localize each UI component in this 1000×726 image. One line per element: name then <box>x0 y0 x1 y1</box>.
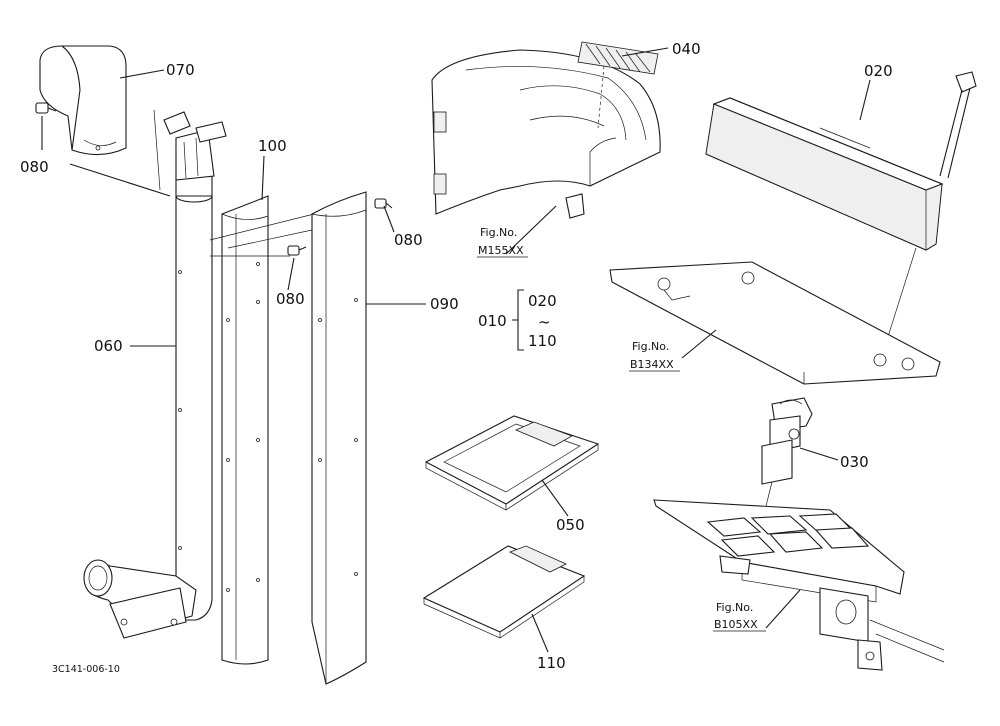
fig-ref-prefix-plate: Fig.No. <box>632 340 669 353</box>
relay-030 <box>761 397 813 485</box>
hood-panel <box>431 49 661 219</box>
range-bracket <box>512 289 524 351</box>
leader-080-to-cap <box>69 163 171 197</box>
bolt-080-a <box>35 102 57 114</box>
label-080-a: 080 <box>20 158 49 176</box>
shield-100 <box>221 195 269 665</box>
decal-040 <box>577 41 659 75</box>
fig-ref-hood: M155XX <box>478 244 524 257</box>
bolt-080-c <box>374 198 393 209</box>
label-030: 030 <box>840 453 869 471</box>
exhaust-cap-070 <box>39 45 127 156</box>
label-110: 110 <box>537 654 566 672</box>
bolt-080-b <box>287 245 307 256</box>
fig-ref-bracket: B105XX <box>714 618 758 631</box>
bolt-long <box>939 71 977 179</box>
label-080-c: 080 <box>394 231 423 249</box>
label-090: 090 <box>430 295 459 313</box>
label-020: 020 <box>864 62 893 80</box>
manual-050 <box>424 415 600 511</box>
manual-110 <box>422 545 586 639</box>
label-080-b: 080 <box>276 290 305 308</box>
range-label-010: 010 <box>478 312 507 330</box>
range-from-020: 020 <box>528 292 557 310</box>
label-060: 060 <box>94 337 123 355</box>
mounting-bracket <box>653 499 945 671</box>
drawing-code: 3C141-006-10 <box>52 664 120 675</box>
control-box-020 <box>705 97 944 251</box>
label-040: 040 <box>672 40 701 58</box>
fig-ref-plate: B134XX <box>630 358 674 371</box>
fig-ref-prefix-hood: Fig.No. <box>480 226 517 239</box>
fig-ref-prefix-bracket: Fig.No. <box>716 601 753 614</box>
label-100: 100 <box>258 137 287 155</box>
label-070: 070 <box>166 61 195 79</box>
range-to-110: 110 <box>528 332 557 350</box>
mounting-plate <box>609 261 941 385</box>
shield-090 <box>311 191 367 685</box>
range-tilde: ~ <box>538 313 551 331</box>
exhaust-pipe-060 <box>83 111 227 639</box>
label-050: 050 <box>556 516 585 534</box>
